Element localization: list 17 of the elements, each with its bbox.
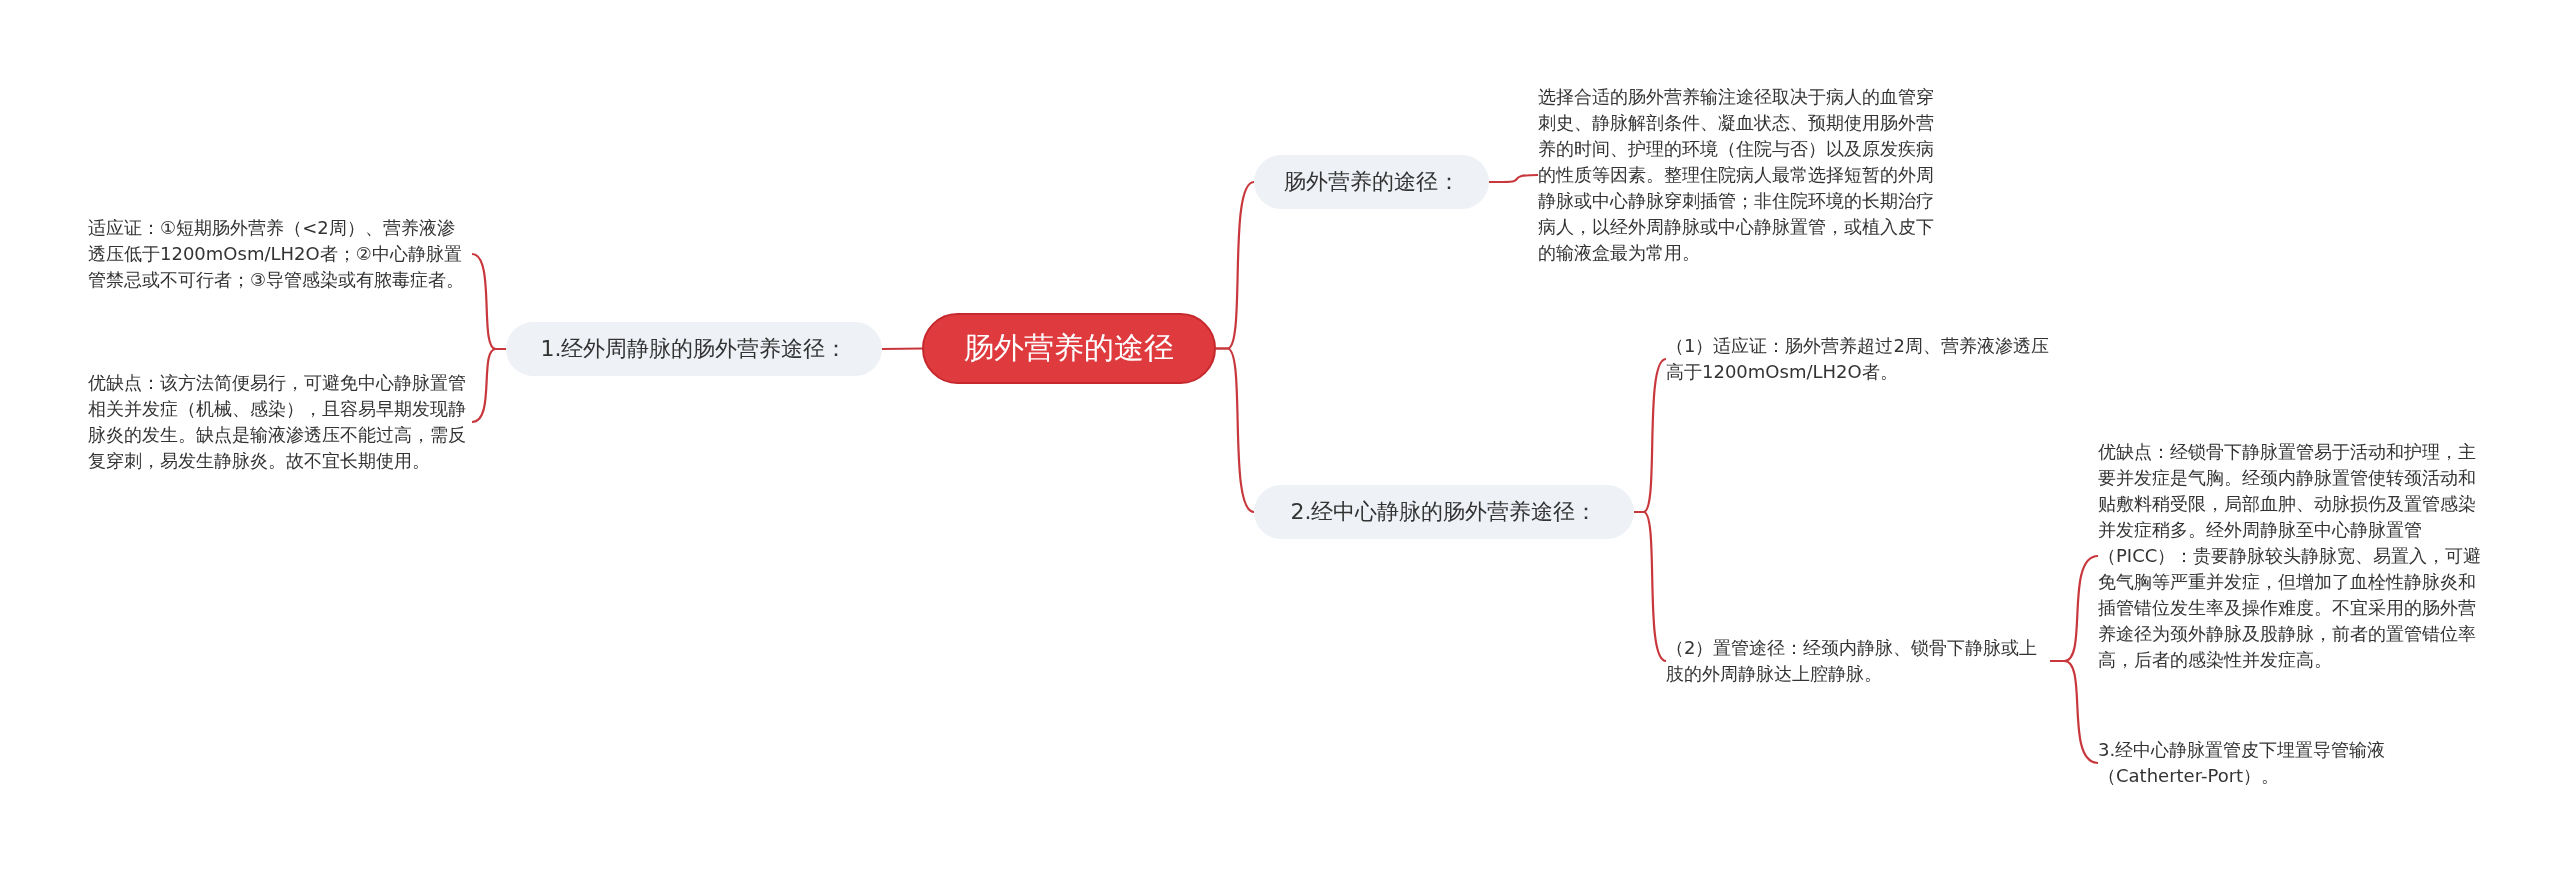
note-text: 选择合适的肠外营养输注途径取决于病人的血管穿刺史、静脉解剖条件、凝血状态、预期使用肠外营养的时间、护理的环境（住院与否）以及原发疾病的性质等因素。整理住院病人最常选择短暂的外周静脉或中心静脉穿刺插管；非住院环境的长期治疗病人，以经外周静脉或中心静脉置管，或植入皮下的输液盒最为常用。 — [1538, 84, 1936, 266]
connector-line — [471, 347, 506, 424]
note-text: 适应证：①短期肠外营养（<2周）、营养液渗透压低于1200mOsm/LH2O者；②中心静脉置管禁忌或不可行者；③导管感染或有脓毒症者。 — [88, 215, 472, 293]
topic-box: 肠外营养的途径： — [1254, 155, 1489, 209]
connector-line — [2050, 659, 2099, 765]
central-topic: 肠外营养的途径 — [922, 313, 1216, 384]
topic-box: 2.经中心静脉的肠外营养途径： — [1254, 485, 1634, 539]
note-text: （1）适应证：肠外营养超过2周、营养液渗透压高于1200mOsm/LH2O者。 — [1666, 333, 2050, 385]
connector-line — [882, 347, 922, 351]
note-text: 优缺点：该方法简便易行，可避免中心静脉置管相关并发症（机械、感染），且容易早期发现静脉炎的发生。缺点是输液渗透压不能过高，需反复穿刺，易发生静脉炎。故不宜长期使用。 — [88, 370, 472, 474]
topic-box: 1.经外周静脉的肠外营养途径： — [506, 322, 882, 376]
connector-line — [1216, 347, 1255, 513]
connector-line — [1489, 173, 1539, 184]
connector-line — [1634, 510, 1667, 662]
note-text: （2）置管途径：经颈内静脉、锁骨下静脉或上肢的外周静脉达上腔静脉。 — [1666, 635, 2050, 687]
note-text: 优缺点：经锁骨下静脉置管易于活动和护理，主要并发症是气胸。经颈内静脉置管使转颈活动和贴敷料稍受限，局部血肿、动脉损伤及置管感染并发症稍多。经外周静脉至中心静脉置管（PICC）：贵要静脉较头静脉宽、易置入，可避免气胸等严重并发症，但增加了血栓性静脉炎和插管错位发生率及操作难度。不宜采用的肠外营养途径为颈外静脉及股静脉，前者的置管错位率高，后者的感染性并发症高。 — [2098, 439, 2486, 673]
note-text: 3.经中心静脉置管皮下埋置导管输液（Catherter-Port）。 — [2098, 737, 2486, 789]
